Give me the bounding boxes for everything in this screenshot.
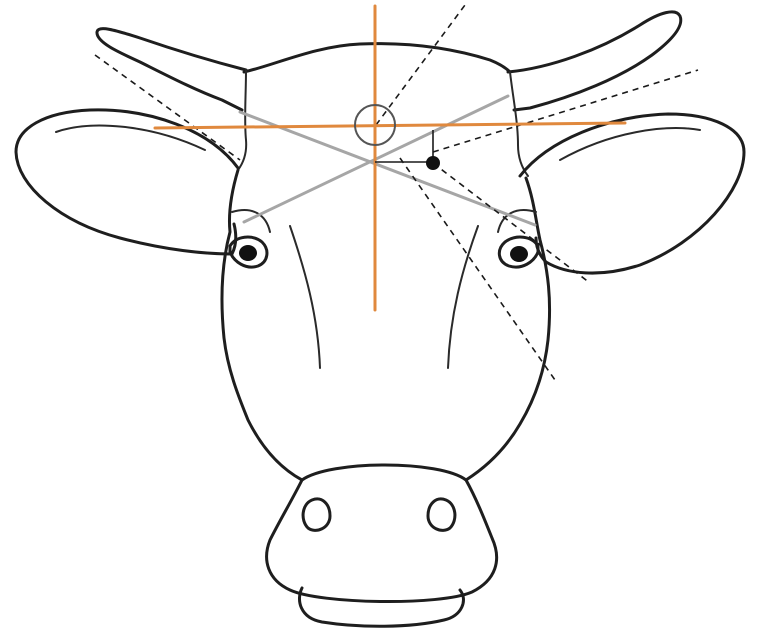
left-eye-pupil [239, 245, 257, 261]
left-horn-base [238, 70, 246, 170]
left-ear-inner [56, 126, 205, 150]
reference-lines [95, 5, 698, 380]
left-forehead-line [290, 226, 320, 368]
muzzle [267, 465, 497, 602]
right-nostril [428, 499, 455, 530]
target-point [426, 156, 440, 170]
chin [299, 588, 463, 626]
dashed-line-right-long [400, 158, 555, 380]
dashed-line-right-short [433, 163, 590, 283]
dashed-line-upper-right [376, 5, 465, 125]
left-horn [97, 29, 246, 110]
diagonal-line-left-to-right [240, 112, 535, 225]
left-ear [16, 110, 238, 254]
cow-head-drawing [16, 12, 744, 626]
right-eye-pupil [510, 246, 528, 262]
right-ear [520, 114, 744, 273]
right-forehead-line [448, 226, 478, 368]
poll [244, 44, 510, 72]
face-right-contour [466, 178, 550, 480]
dashed-line-left-horn [95, 55, 240, 160]
left-nostril [303, 499, 330, 530]
right-horn [508, 12, 681, 110]
horizontal-eye-line [155, 123, 625, 128]
